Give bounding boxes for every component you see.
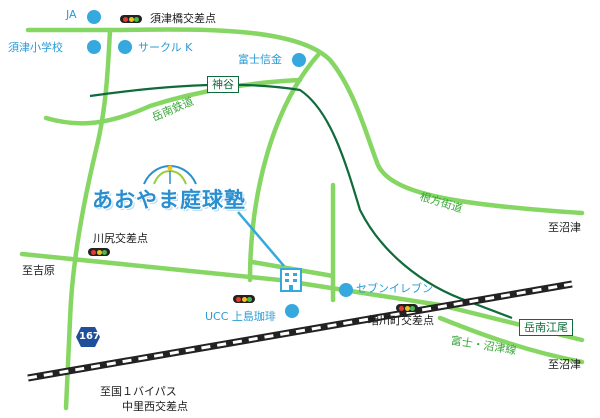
to-numazu-label-1: 至沼津 <box>548 221 581 234</box>
susono-school-label: 須津小学校 <box>8 41 63 54</box>
ja-poi-icon <box>87 10 101 24</box>
seven-eleven-label: セブンイレブン <box>356 282 433 295</box>
access-pointer-line <box>237 211 285 267</box>
building-icon <box>280 268 302 292</box>
road-center-diagonal <box>247 52 321 283</box>
traffic-light-icon <box>88 248 110 256</box>
seven-eleven-poi-icon <box>339 283 353 297</box>
fuji-shinkin-label: 富士信金 <box>238 53 282 66</box>
traffic-light-icon <box>120 15 142 23</box>
traffic-light-icon <box>233 295 255 303</box>
road-top-arc <box>25 27 585 216</box>
to-numazu-label-2: 至沼津 <box>548 358 581 371</box>
road-bottom-south <box>437 315 585 365</box>
railway-gakunan <box>89 83 513 320</box>
to-yoshiwara-label: 至吉原 <box>22 264 55 277</box>
ja-label: JA <box>66 8 77 21</box>
fuji-shinkin-poi-icon <box>292 53 306 67</box>
road-left-vertical <box>63 27 113 411</box>
route-167-label: 167 <box>79 331 100 342</box>
circle-k-label: サークル K <box>138 41 193 54</box>
circle-k-poi-icon <box>118 40 132 54</box>
school-logo-icon <box>143 164 197 185</box>
road-gakunan-curve <box>43 77 303 126</box>
gakunan-enoo-station-label: 岳南江尾 <box>519 319 573 336</box>
school-name-title: あおやま庭球塾 <box>92 188 246 212</box>
ucc-label: UCC 上島珈琲 <box>205 310 276 323</box>
susono-bashi-intersection-label: 須津橋交差点 <box>150 12 216 25</box>
route-shield-icon <box>76 327 100 347</box>
kawajiri-intersection-label: 川尻交差点 <box>93 232 148 245</box>
road-main-horizontal <box>19 251 585 343</box>
masukawa-intersection-label: 増川町交差点 <box>368 314 434 327</box>
bypass-label-line2: 中里西交差点 <box>122 400 188 413</box>
bypass-label-line1: 至国１バイパス <box>100 385 177 398</box>
traffic-light-icon <box>396 304 418 312</box>
railway-track <box>27 280 573 382</box>
rail-ties <box>27 282 573 380</box>
susono-school-poi-icon <box>87 40 101 54</box>
kamiya-station-label: 神谷 <box>207 76 239 93</box>
ucc-poi-icon <box>285 304 299 318</box>
